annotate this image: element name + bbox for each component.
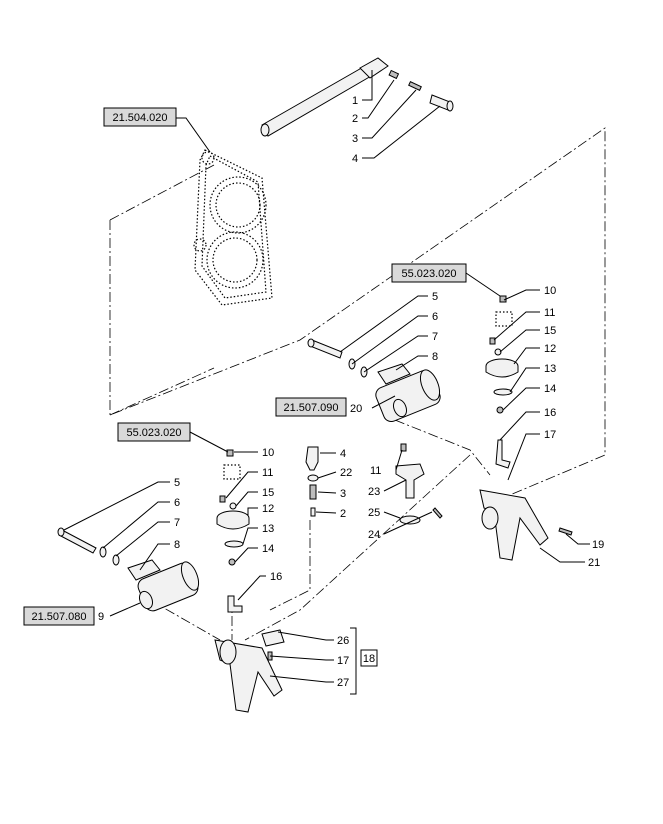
callout-9: 9 (98, 611, 104, 623)
callout-7-left: 7 (174, 517, 180, 529)
ref-box-21-507-080: 21.507.080 (23, 606, 95, 626)
callout-12-left: 12 (262, 503, 274, 515)
ref-box-55-023-020-right: 55.023.020 (391, 263, 467, 283)
callout-8-left: 8 (174, 539, 180, 551)
callout-14-left: 14 (262, 543, 274, 555)
callout-11: 11 (544, 307, 555, 319)
callout-17: 17 (544, 429, 556, 441)
mid-plug-4 (305, 446, 319, 471)
gear-housing-plate (193, 149, 273, 306)
callout-2: 2 (352, 113, 358, 125)
callout-16-left: 16 (270, 571, 282, 583)
callout-11-mid: 11 (370, 465, 381, 477)
leader-lines (63, 70, 590, 695)
ref-label: 21.507.080 (31, 611, 86, 623)
callout-24: 24 (368, 529, 380, 541)
callout-7: 7 (432, 331, 438, 343)
mid-pin-2 (310, 507, 316, 517)
shaft-pin-1 (388, 69, 400, 80)
left-ring-14 (228, 558, 236, 566)
callout-12: 12 (544, 343, 556, 355)
callout-19: 19 (592, 539, 604, 551)
left-piston-12 (216, 510, 250, 530)
callout-6-left: 6 (174, 497, 180, 509)
left-cylinder-9 (137, 561, 200, 612)
left-ring-15 (229, 502, 237, 510)
callout-14: 14 (544, 383, 556, 395)
callout-4-mid: 4 (340, 448, 346, 460)
callout-15-left: 15 (262, 487, 274, 499)
callout-10-left: 10 (262, 447, 274, 459)
callout-3-mid: 3 (340, 488, 346, 500)
callout-numbers: 1 2 3 4 5 6 7 8 20 10 11 15 12 13 14 16 … (98, 95, 604, 689)
callout-8: 8 (432, 351, 438, 363)
left-pin-5 (57, 527, 97, 554)
ref-label: 21.507.090 (283, 402, 338, 414)
ref-box-21-507-090: 21.507.090 (275, 397, 347, 417)
right-fork-21 (479, 489, 549, 561)
right-bracket-8 (377, 363, 411, 385)
callout-16: 16 (544, 407, 556, 419)
mid-washer-22 (307, 474, 319, 482)
callout-5: 5 (432, 291, 438, 303)
callout-18: 18 (363, 653, 375, 665)
right-ring-15 (494, 348, 502, 356)
mid-pin-24 (432, 507, 443, 519)
callout-20: 20 (350, 403, 362, 415)
left-washer-6 (99, 546, 107, 558)
ref-label: 55.023.020 (126, 427, 181, 439)
right-pin-5 (307, 338, 343, 359)
ref-label: 55.023.020 (401, 268, 456, 280)
ref-box-55-023-020-left: 55.023.020 (117, 422, 191, 442)
left-bolt-10 (223, 449, 241, 480)
callout-3: 3 (352, 133, 358, 145)
callout-13-left: 13 (262, 523, 274, 535)
shaft-plug-3 (429, 94, 454, 112)
callout-22: 22 (340, 467, 352, 479)
right-bolt-10 (495, 295, 513, 327)
callout-23: 23 (368, 486, 380, 498)
mid-screw-11 (400, 443, 407, 452)
callout-6: 6 (432, 311, 438, 323)
left-bracket-8 (127, 559, 161, 581)
ref-label: 21.504.020 (112, 112, 167, 124)
right-pin-19 (558, 527, 573, 536)
callout-13: 13 (544, 363, 556, 375)
callout-4: 4 (352, 153, 358, 165)
shift-shaft (260, 57, 389, 137)
callout-27: 27 (337, 677, 349, 689)
assembly-dashed-lines (109, 127, 606, 641)
right-cylinder-20 (375, 369, 441, 423)
left-washer-7 (112, 554, 120, 566)
callout-10: 10 (544, 285, 556, 297)
right-piston-12 (485, 358, 519, 378)
right-screw-11 (489, 337, 496, 345)
right-lever-16 (495, 439, 511, 469)
callout-1: 1 (352, 95, 358, 107)
mid-oring-25 (399, 515, 421, 525)
shaft-spring-2 (408, 80, 422, 92)
mid-lever-23 (395, 463, 425, 499)
callout-5-left: 5 (174, 477, 180, 489)
right-ring-14 (496, 406, 504, 414)
callout-17-bottom: 17 (337, 655, 349, 667)
left-lever-16 (227, 595, 243, 613)
callout-25: 25 (368, 507, 380, 519)
bottom-fork-18 (214, 629, 285, 713)
callout-15: 15 (544, 325, 556, 337)
left-oring-13 (224, 540, 244, 548)
right-oring-13 (493, 388, 513, 396)
left-screw-11 (219, 495, 226, 503)
ref-box-21-504-020: 21.504.020 (103, 107, 177, 127)
mid-spring-3 (309, 484, 317, 500)
callout-2-mid: 2 (340, 508, 346, 520)
callout-18-box (360, 649, 378, 667)
callout-11-left: 11 (262, 467, 273, 479)
callout-21: 21 (588, 557, 600, 569)
callout-26: 26 (337, 635, 349, 647)
